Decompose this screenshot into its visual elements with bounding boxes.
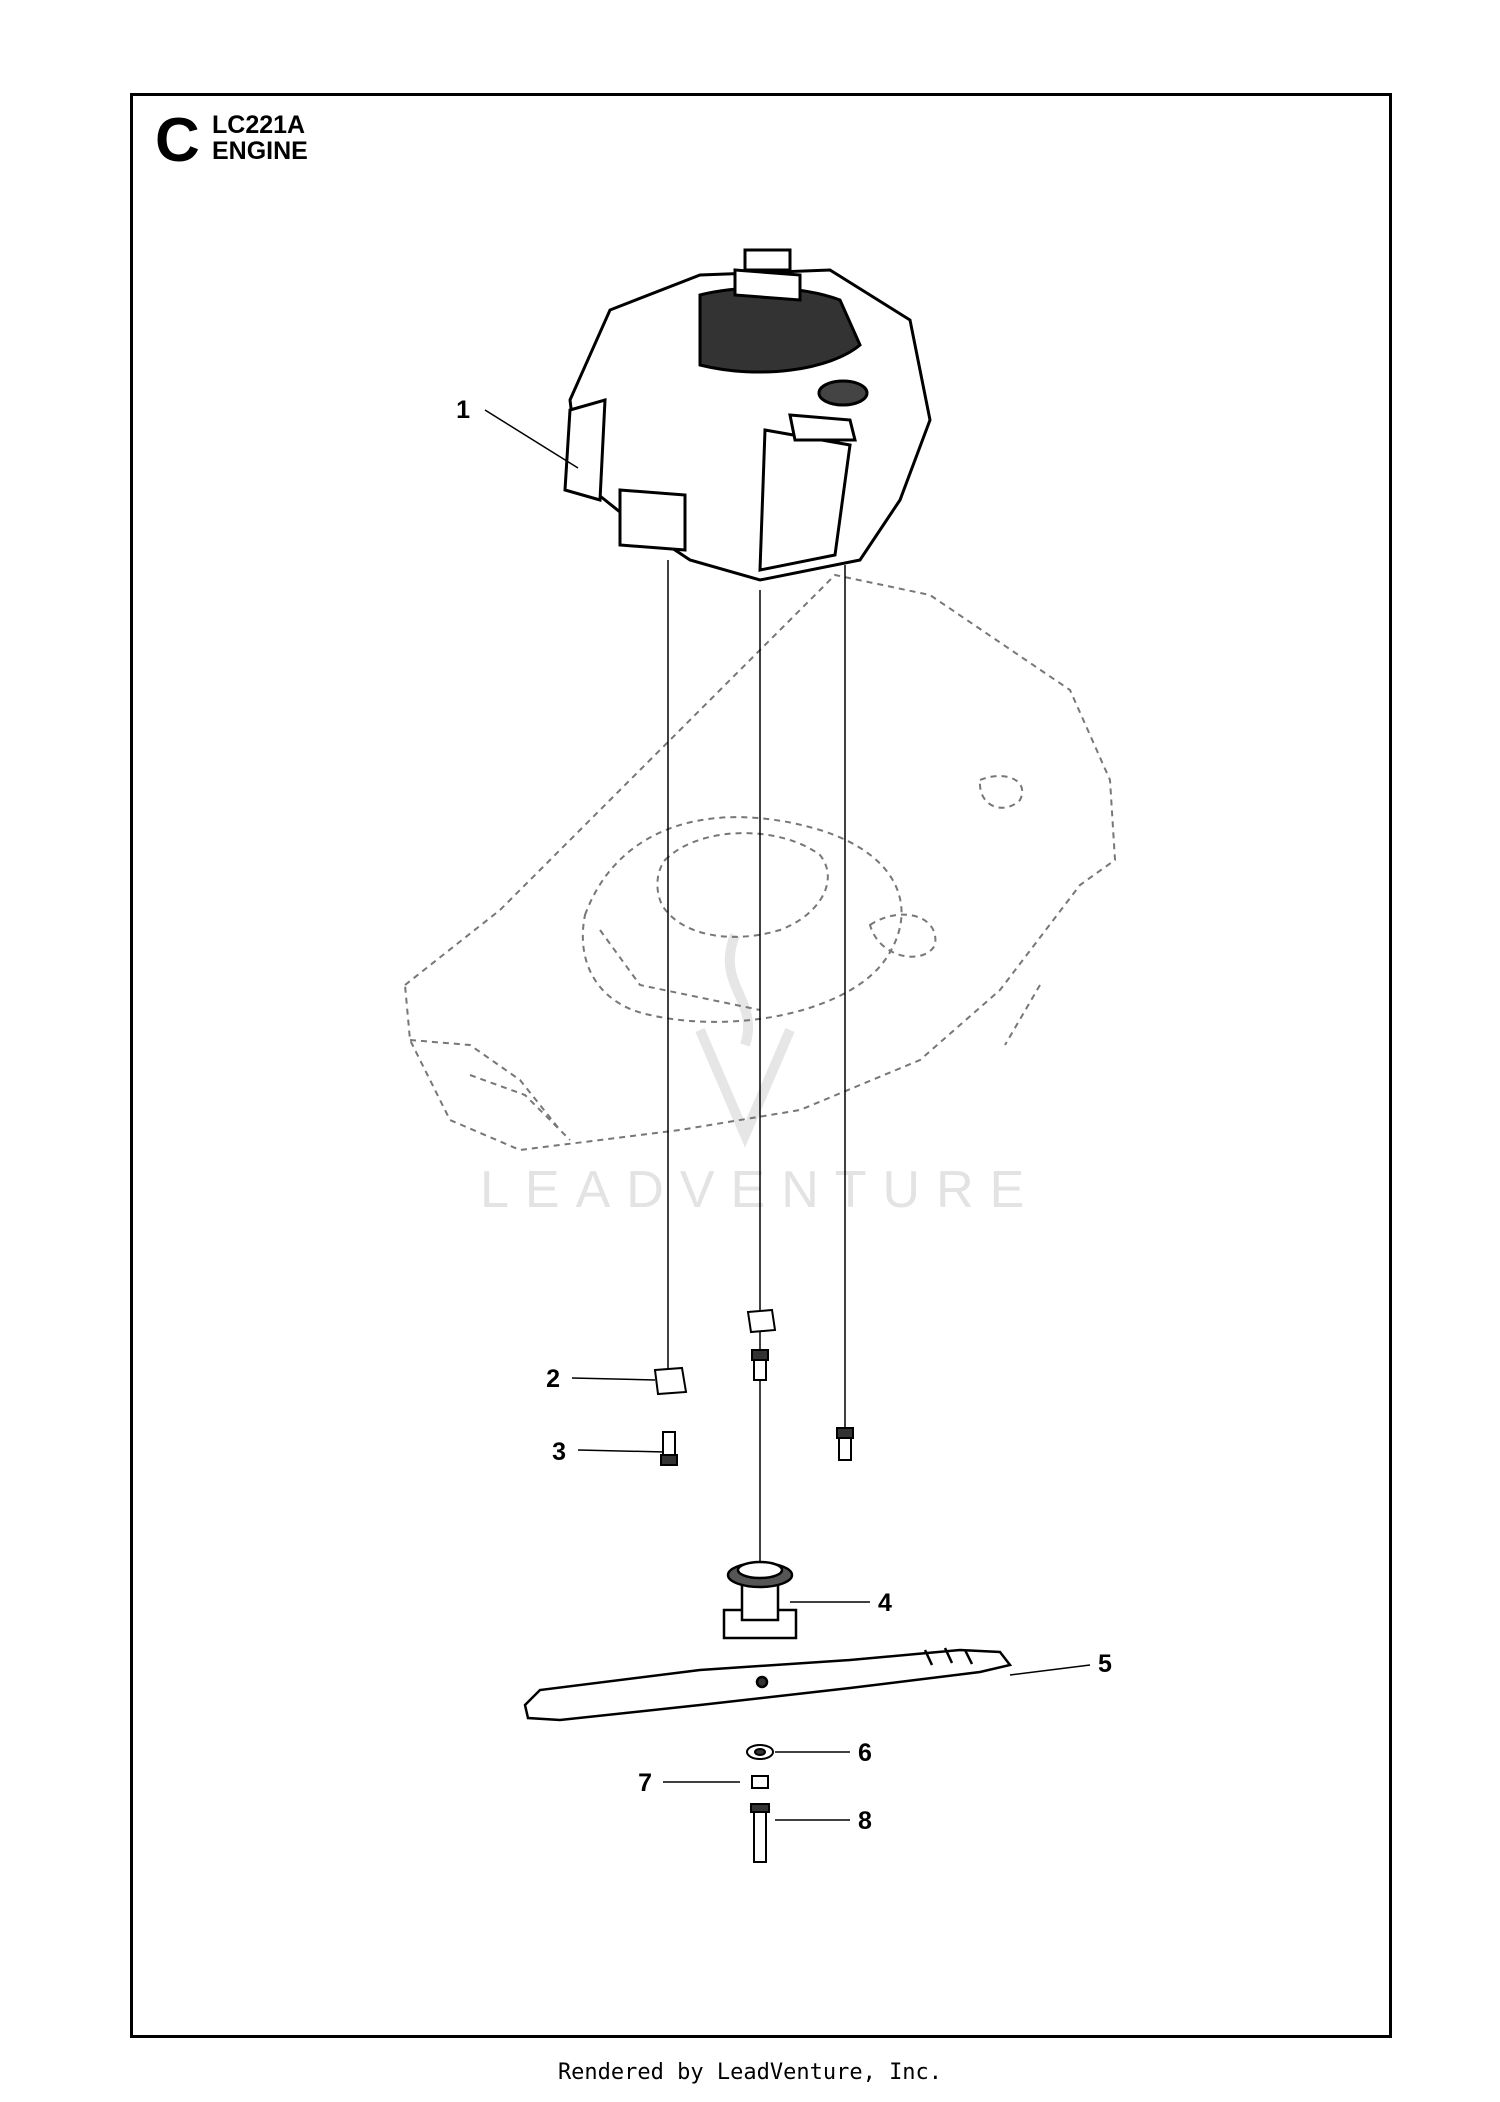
leader-lines	[484, 409, 1091, 1821]
diagram-title: ENGINE	[212, 137, 308, 165]
part-2-plate	[653, 1366, 688, 1396]
mower-blade	[523, 1647, 1013, 1722]
blade-hardware	[746, 1744, 774, 1863]
section-letter: C	[155, 106, 200, 175]
callout-3: 3	[552, 1438, 566, 1466]
assembly-axes	[667, 560, 846, 1580]
watermark-text: LEADVENTURE	[480, 1161, 1041, 1219]
footer-credit: Rendered by LeadVenture, Inc.	[557, 2060, 943, 2085]
engine-illustration	[563, 248, 932, 582]
callout-7: 7	[638, 1769, 652, 1797]
watermark-logo	[695, 933, 795, 1148]
mower-deck-outline	[403, 573, 1117, 1152]
callout-8: 8	[858, 1807, 872, 1835]
upper-plate	[746, 1308, 777, 1334]
callout-1: 1	[456, 396, 470, 424]
part-7-spacer	[751, 1775, 769, 1789]
callout-6: 6	[858, 1739, 872, 1767]
hardware-parts	[653, 1308, 854, 1466]
model-number: LC221A	[212, 111, 306, 139]
callout-labels: 1 2 3 4 5 6 7 8	[456, 396, 1112, 1835]
callout-4: 4	[878, 1589, 892, 1617]
callout-2: 2	[546, 1365, 560, 1393]
diagram-frame	[130, 93, 1392, 2038]
callout-5: 5	[1098, 1650, 1112, 1678]
blade-adapter	[722, 1560, 798, 1640]
